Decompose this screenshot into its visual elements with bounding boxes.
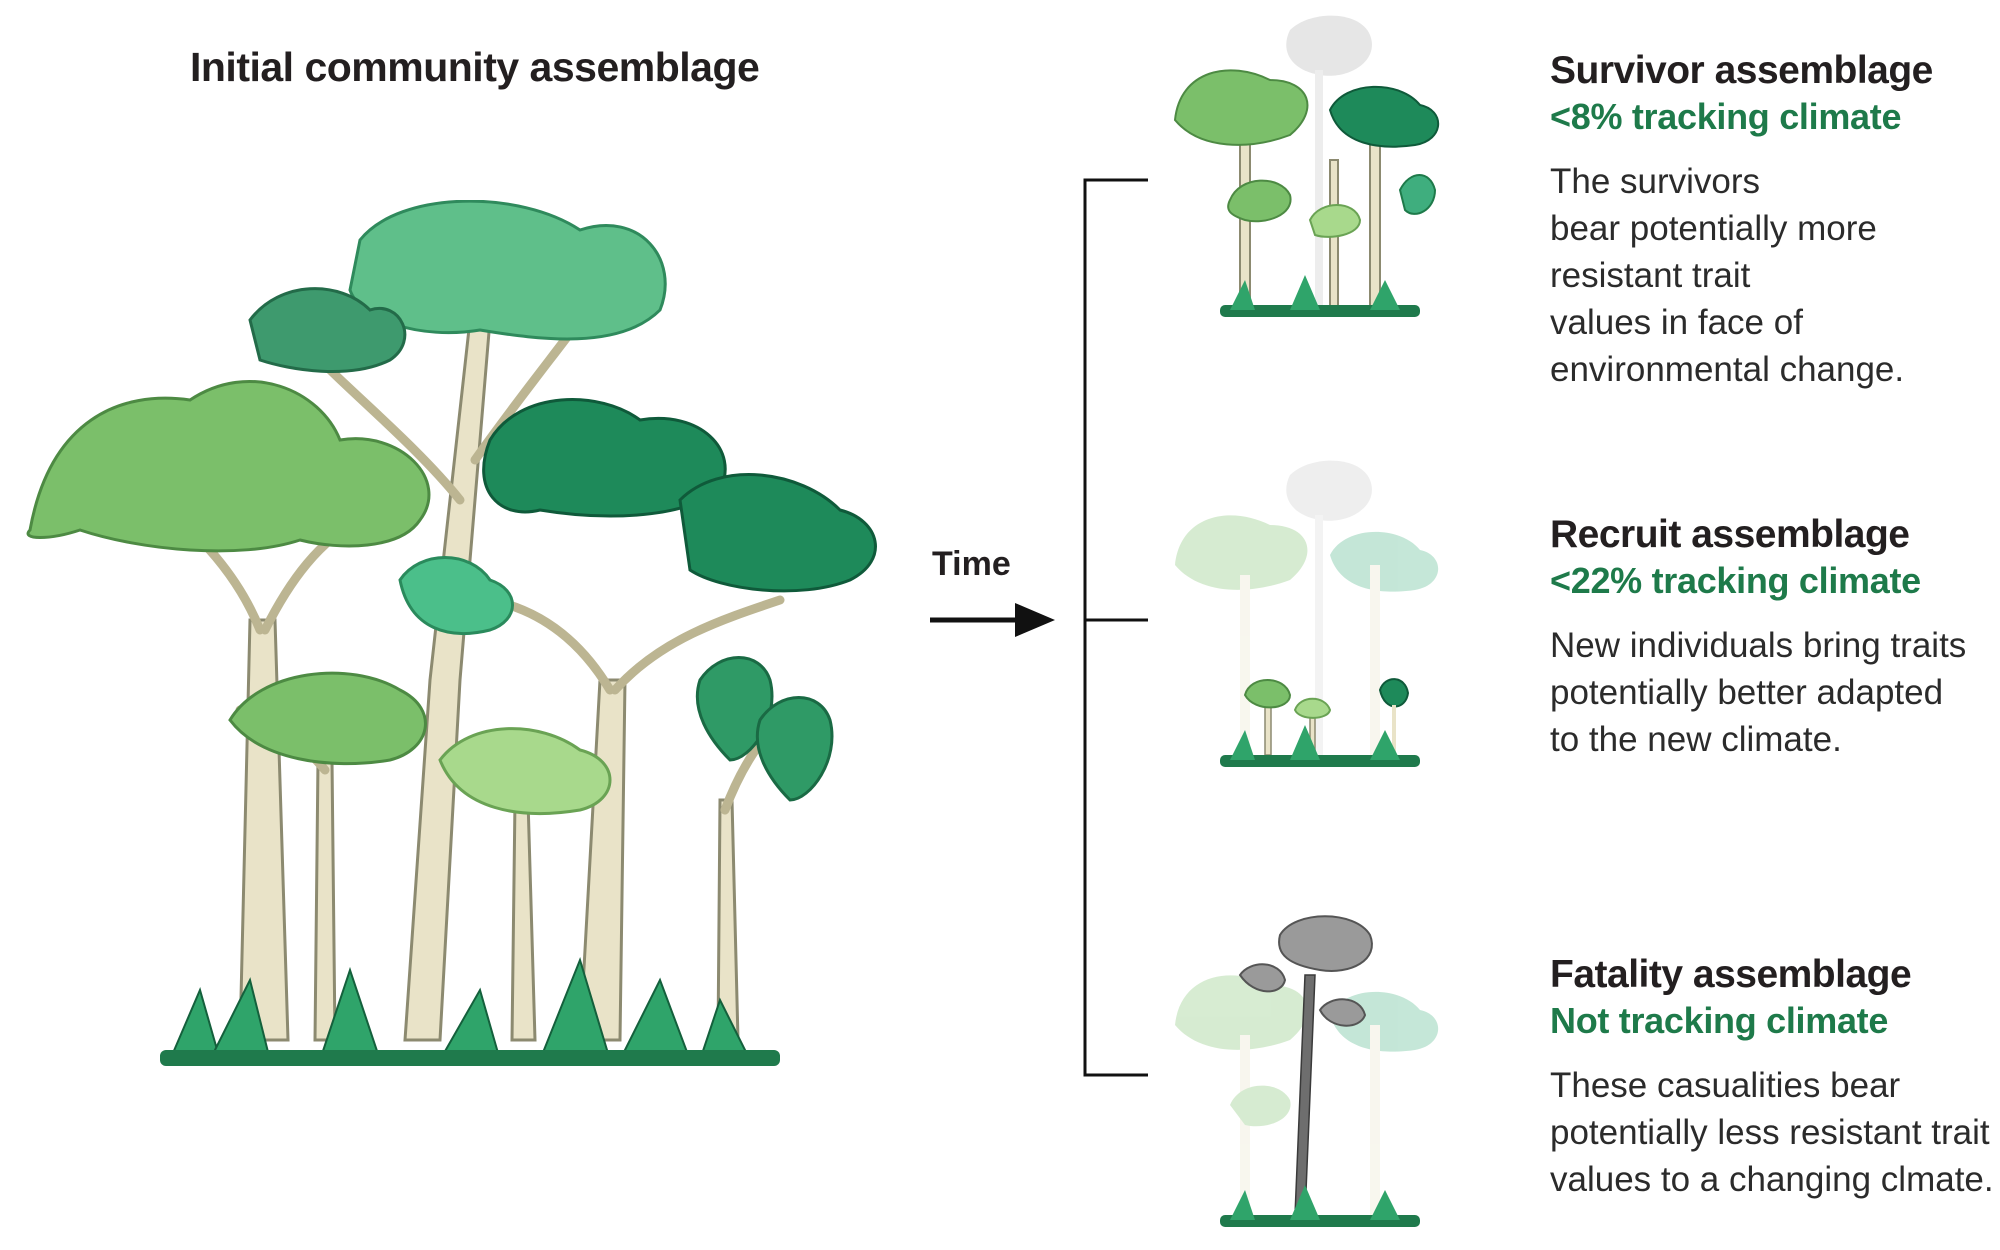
trunk-tall-center [403, 318, 492, 1042]
fatality-description: These casualities bear potentially less … [1550, 1062, 1994, 1203]
recruit-canopy-3 [1378, 678, 1410, 708]
trunk-small-left [313, 758, 337, 1042]
canopy-small-left [228, 671, 427, 766]
initial-assemblage-title: Initial community assemblage [190, 44, 760, 90]
fatality-panel: Fatality assemblage Not tracking climate… [1550, 952, 1994, 1203]
desc-line: These casualities bear [1550, 1066, 1901, 1105]
canopy-survivor-3 [1227, 179, 1292, 223]
survivor-title: Survivor assemblage [1550, 49, 1933, 92]
canopy-mid-teal [398, 556, 514, 635]
desc-line: bear potentially more [1550, 209, 1877, 248]
canopies [26, 200, 877, 815]
canopy-survivor-2 [1328, 85, 1440, 148]
dead-canopy-right [1318, 998, 1367, 1027]
canopy-left-large [26, 379, 431, 553]
undergrowth [160, 956, 780, 1066]
recruit-forest-illustration [1175, 460, 1439, 767]
fatality-subtitle: Not tracking climate [1550, 1000, 1889, 1041]
survivor-panel: Survivor assemblage <8% tracking climate… [1550, 48, 1990, 393]
recruit-title: Recruit assemblage [1550, 513, 1910, 556]
desc-line: The survivors [1550, 162, 1761, 201]
canopy-right [678, 473, 877, 593]
canopy-mid-dark [248, 287, 407, 374]
desc-line: potentially better adapted [1550, 673, 1944, 712]
canopy-survivor-1 [1173, 69, 1309, 146]
canopy-small-mid [438, 727, 612, 815]
assemblage-bracket [1083, 178, 1148, 1077]
dead-canopy-top [1278, 915, 1373, 972]
trunks [238, 318, 740, 1042]
survivor-subtitle: <8% tracking climate [1550, 96, 1902, 137]
canopy-survivor-4 [1308, 204, 1362, 238]
desc-line: New individuals bring traits [1550, 626, 1967, 665]
fatality-forest-illustration [1175, 915, 1439, 1227]
desc-line: resistant trait [1550, 256, 1751, 295]
desc-line: potentially less resistant trait [1550, 1113, 1990, 1152]
recruit-panel: Recruit assemblage <22% tracking climate… [1550, 512, 1990, 763]
canopy-right-thin-2 [755, 696, 834, 802]
recruit-canopy-2 [1293, 697, 1332, 719]
desc-line: values in face of [1550, 303, 1803, 342]
survivor-description: The survivors bear potentially more resi… [1550, 158, 1990, 393]
time-arrow [930, 603, 1055, 637]
initial-forest-illustration [26, 200, 877, 1066]
recruits [1243, 678, 1410, 756]
desc-line: values to a changing clmate. [1550, 1160, 1994, 1199]
trunk-right-large [578, 678, 627, 1042]
ground-survivor [1220, 305, 1420, 317]
faded-trees [1175, 460, 1439, 755]
canopy-survivor-5 [1398, 174, 1437, 215]
ground-recruit [1220, 755, 1420, 767]
desc-line: environmental change. [1550, 350, 1905, 389]
ground-fatality [1220, 1215, 1420, 1227]
recruit-subtitle: <22% tracking climate [1550, 560, 1921, 601]
faded-tree [1286, 15, 1372, 310]
survivor-forest-illustration [1173, 15, 1440, 317]
dead-canopy-left [1238, 963, 1287, 993]
recruit-description: New individuals bring traits potentially… [1550, 622, 1990, 763]
canopy-top-tall [348, 200, 667, 341]
desc-line: to the new climate. [1550, 720, 1842, 759]
trunk-mid-small [510, 798, 537, 1042]
time-label: Time [932, 545, 1011, 583]
fatality-title: Fatality assemblage [1550, 953, 1912, 996]
dead-tree [1238, 915, 1373, 1216]
recruit-canopy-1 [1243, 679, 1292, 709]
